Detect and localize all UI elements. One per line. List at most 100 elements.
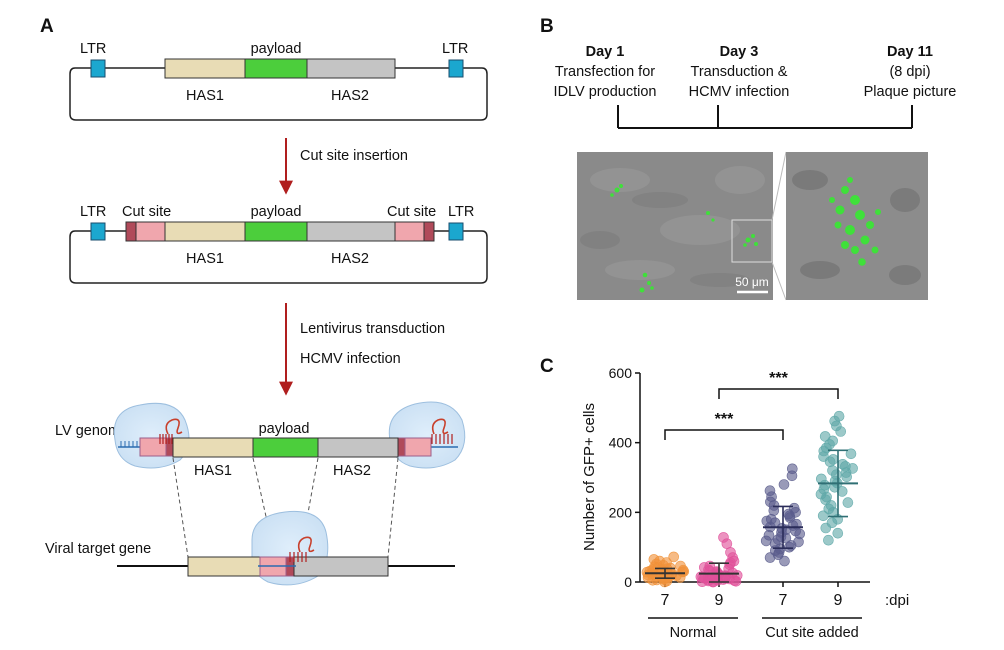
timeline-day1-line2: IDLV production (554, 84, 657, 100)
group-cut-label: Cut site added (765, 625, 859, 641)
data-point (827, 454, 839, 465)
data-point (675, 560, 686, 572)
scale-bar-label: 50 μm (735, 275, 769, 289)
data-point (648, 554, 660, 565)
data-point (718, 532, 729, 543)
data-point (845, 448, 857, 460)
target-has1-box (187, 556, 261, 577)
lv-genome: LV genome payload HAS1 HAS2 (55, 401, 466, 479)
timeline-day1: Day 1 (586, 44, 625, 60)
has2-label: HAS2 (331, 251, 369, 267)
data-point (786, 463, 798, 475)
cas-complex-left-icon (113, 402, 190, 469)
x-tick-label: 7 (661, 592, 670, 609)
data-point (778, 479, 790, 490)
has2-box (306, 221, 396, 242)
has1-box (172, 437, 254, 458)
data-point (776, 523, 788, 534)
cut-site-right-label: Cut site (387, 204, 436, 220)
x-tick-label: 9 (834, 592, 843, 609)
viral-target-gene: Viral target gene (45, 510, 455, 586)
grna-left-icon (165, 418, 183, 435)
has2-label: HAS2 (331, 88, 369, 104)
ltr-right-box (448, 59, 464, 78)
data-point (779, 555, 790, 567)
y-tick-label: 200 (609, 504, 633, 520)
significance-bracket (664, 429, 784, 440)
panel-label-b: B (540, 16, 554, 37)
y-tick-label: 600 (609, 365, 633, 381)
has1-label: HAS1 (194, 463, 232, 479)
ltr-left-label: LTR (80, 41, 106, 57)
data-point (832, 527, 844, 539)
y-tick-label: 0 (624, 574, 632, 590)
x-tick-label: 7 (779, 592, 788, 609)
data-point (833, 410, 845, 422)
data-point (819, 431, 831, 442)
payload-box (244, 221, 308, 242)
timeline-day11-line1: (8 dpi) (889, 64, 930, 80)
data-point (837, 458, 849, 470)
data-point (788, 502, 800, 514)
ltr-left-box (90, 222, 106, 241)
has2-label: HAS2 (333, 463, 371, 479)
cut-site-right-box (394, 221, 425, 242)
grna-target-icon (297, 536, 315, 553)
dna-strand-left-icon (120, 441, 138, 447)
ltr-right-label: LTR (448, 204, 474, 220)
has1-box (164, 58, 246, 79)
step-hcmv-infection: HCMV infection (300, 351, 401, 367)
data-point (827, 465, 838, 476)
timeline-day3: Day 3 (720, 44, 759, 60)
viral-target-label: Viral target gene (45, 541, 151, 557)
has2-box (317, 437, 399, 458)
timeline-day1-line1: Transfection for (555, 64, 655, 80)
dna-strand-right-icon (431, 434, 453, 444)
step-cut-site-insertion: Cut site insertion (300, 148, 408, 164)
timeline-day3-line1: Transduction & (691, 64, 788, 80)
y-tick-label: 400 (609, 435, 633, 451)
ltr-left-label: LTR (80, 204, 106, 220)
payload-label: payload (251, 204, 302, 220)
grna-right-icon (431, 418, 449, 435)
ltr-right-label: LTR (442, 41, 468, 57)
cut-site-left-box (135, 221, 166, 242)
x-tick-label: 9 (715, 592, 724, 609)
lv-genome-label: LV genome (55, 423, 128, 439)
data-point (815, 473, 827, 485)
timeline: Day 1 Transfection for IDLV production D… (554, 44, 957, 129)
data-point (823, 534, 834, 546)
payload-label: payload (251, 41, 302, 57)
significance-label: *** (715, 411, 734, 428)
construct-1: LTR LTR payload HAS1 HAS2 (69, 41, 488, 121)
microscopy-overview-image: 50 μm (577, 152, 773, 300)
y-axis-label: Number of GFP+ cells (581, 403, 598, 551)
data-point (668, 551, 680, 563)
timeline-day11-line2: Plaque picture (864, 84, 957, 100)
cut-site-left-label: Cut site (122, 204, 171, 220)
significance-label: *** (769, 370, 788, 387)
has1-box (164, 221, 246, 242)
microscopy-zoom-image (786, 152, 928, 300)
payload-box (252, 437, 319, 458)
data-point (842, 497, 854, 508)
group-normal-label: Normal (670, 625, 717, 641)
significance-bracket (718, 388, 839, 399)
panel-label-c: C (540, 356, 554, 377)
cas-complex-right-icon (388, 401, 466, 469)
ltr-left-box (90, 59, 106, 78)
construct-2: LTR LTR Cut site Cut site payload HAS1 H… (69, 204, 488, 284)
payload-box (244, 58, 308, 79)
ltr-right-box (448, 222, 464, 241)
timeline-day11: Day 11 (887, 44, 933, 60)
target-has2-box (293, 556, 389, 577)
timeline-day3-line2: HCMV infection (689, 84, 790, 100)
x-unit-label: :dpi (885, 592, 909, 609)
panel-label-a: A (40, 16, 54, 37)
data-point (764, 485, 776, 497)
step-lentivirus-transduction: Lentivirus transduction (300, 321, 445, 337)
has1-label: HAS1 (186, 88, 224, 104)
has1-label: HAS1 (186, 251, 224, 267)
